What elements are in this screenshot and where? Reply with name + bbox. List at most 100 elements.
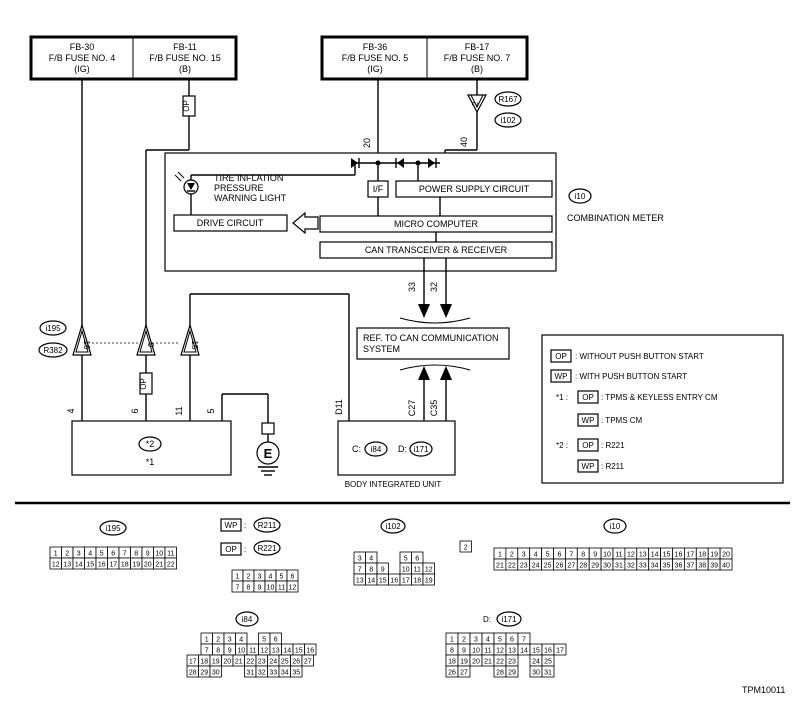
fuse-fb30-label: F/B FUSE NO. 4 <box>49 53 116 63</box>
pin-number: 24 <box>532 563 540 570</box>
pin-cell <box>553 643 567 656</box>
pin-number: 19 <box>132 562 140 569</box>
pin-number: 7 <box>205 648 209 655</box>
pin-number: 3 <box>258 574 262 581</box>
pin-5-label: 5 <box>206 408 216 413</box>
body-integrated-unit: C: i84 D: i171 BODY INTEGRATED UNIT <box>337 420 456 489</box>
pin-number: 21 <box>155 562 163 569</box>
pin-number: 11 <box>278 585 285 592</box>
body-unit-name: BODY INTEGRATED UNIT <box>345 480 442 489</box>
pin-number: 11 <box>484 648 491 655</box>
pin-number: 7 <box>358 567 362 574</box>
bottom-wp-colon: : <box>244 521 246 530</box>
pin-number: 15 <box>379 578 387 585</box>
pin-number: 14 <box>367 578 375 585</box>
pin-number: 6 <box>557 552 561 559</box>
pin-number: 30 <box>603 563 611 570</box>
pin-number: 17 <box>686 552 694 559</box>
fuse-fb30-code: FB-30 <box>70 42 95 52</box>
pin-number: 39 <box>710 563 718 570</box>
pin-number: 32 <box>627 563 635 570</box>
pin-20-label: 20 <box>362 138 372 148</box>
pin-number: 2 <box>464 545 468 552</box>
pin-number: 17 <box>109 562 117 569</box>
pin-number: 11 <box>249 648 256 655</box>
pin-number: 6 <box>291 574 295 581</box>
legend-op-tag: OP <box>555 352 567 361</box>
op-fuse-lower-label: OP <box>139 378 148 390</box>
pin-cell <box>541 665 555 678</box>
bottom-r211-label: R211 <box>258 521 277 530</box>
pin-number: 8 <box>216 648 220 655</box>
fuse-box-left: FB-30 F/B FUSE NO. 4 (IG) FB-11 F/B FUSE… <box>29 35 238 81</box>
pin-number: 9 <box>146 551 150 558</box>
pin-number: 17 <box>189 659 197 666</box>
pin-c27-label: C27 <box>407 400 417 417</box>
power-supply-label: POWER SUPPLY CIRCUIT <box>419 184 530 194</box>
pin-number: 27 <box>567 563 575 570</box>
legend-star2: *2 : <box>556 441 568 450</box>
pin-number: 4 <box>534 552 538 559</box>
pin-number: 38 <box>698 563 706 570</box>
legend-star1-wp-tag: WP <box>582 416 595 425</box>
pin-number: 34 <box>651 563 659 570</box>
pin-number: 21 <box>235 659 243 666</box>
pin-number: 16 <box>675 552 683 559</box>
pin-40-label: 40 <box>459 137 469 147</box>
pin-number: 26 <box>292 659 300 666</box>
fuse-fb36-code: FB-36 <box>363 42 388 52</box>
pin-number: 21 <box>496 563 504 570</box>
micro-computer-label: MICRO COMPUTER <box>394 219 478 229</box>
legend-wp-tag: WP <box>555 372 568 381</box>
pin-number: 15 <box>663 552 671 559</box>
pin-9-label: 9 <box>146 343 155 348</box>
pin-number: 5 <box>100 551 104 558</box>
bottom-op-tag: OP <box>225 545 237 554</box>
bottom-i102-label: i102 <box>385 522 401 531</box>
pin-number: 32 <box>258 670 266 677</box>
pin-number: 33 <box>269 670 277 677</box>
pin-cell <box>457 665 471 678</box>
pin-number: 19 <box>460 659 468 666</box>
pin-number: 24 <box>532 659 540 666</box>
bottom-op-colon: : <box>244 545 246 554</box>
pin-number: 5 <box>498 637 502 644</box>
pin-number: 10 <box>267 585 275 592</box>
pin-33-label: 33 <box>407 282 417 292</box>
pin-number: 31 <box>544 670 552 677</box>
pin-number: 25 <box>544 563 552 570</box>
pin-16-label: 16 <box>82 341 91 350</box>
pin-number: 1 <box>236 574 240 581</box>
pin-number: 16 <box>544 648 552 655</box>
pin-11-label: 11 <box>174 406 184 415</box>
pin-number: 26 <box>556 563 564 570</box>
fuse-fb17-type: (B) <box>471 64 483 74</box>
combination-meter: TIRE INFLATION PRESSURE WARNING LIGHT I/… <box>164 152 557 272</box>
bottom-i171-prefix: D: <box>483 615 491 624</box>
pin-cell <box>719 558 733 571</box>
pin-cell <box>164 557 177 570</box>
pin-number: 6 <box>415 556 419 563</box>
pin-number: 35 <box>663 563 671 570</box>
pin-number: 23 <box>508 659 516 666</box>
pin-c35-label: C35 <box>429 400 439 417</box>
lamp-label-line2: PRESSURE <box>214 183 264 193</box>
legend-star1-op-tag: OP <box>582 393 594 402</box>
bottom-r221-label: R221 <box>257 544 277 553</box>
pin-number: 31 <box>246 670 254 677</box>
legend-box: OP : WITHOUT PUSH BUTTON START WP : WITH… <box>541 334 784 484</box>
pin-number: 10 <box>603 552 611 559</box>
fuse-fb36-type: (IG) <box>367 64 383 74</box>
pin-number: 37 <box>686 563 694 570</box>
pin-cell <box>301 654 314 667</box>
pin-number: 3 <box>522 552 526 559</box>
legend-star2-wp-tag: WP <box>582 462 595 471</box>
fuse-fb11-label: F/B FUSE NO. 15 <box>149 53 221 63</box>
pin-number: 36 <box>675 563 683 570</box>
pin-number: 12 <box>496 648 504 655</box>
pin-number: 22 <box>496 659 504 666</box>
